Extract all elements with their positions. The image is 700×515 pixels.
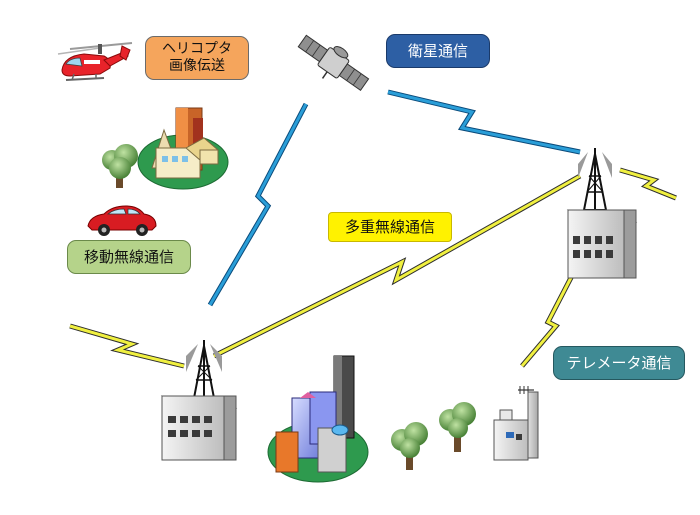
helicopter-icon (57, 42, 133, 81)
satellite-icon (297, 34, 370, 92)
satellite-communication-label: 衛星通信 (386, 34, 490, 68)
city-icon (267, 355, 369, 483)
radio-tower-right-icon (566, 148, 638, 279)
multiplex-radio-communication-label: 多重無線通信 (328, 212, 452, 242)
satellite-link-right (387, 89, 581, 155)
helicopter-label-line1: ヘリコプタ (162, 41, 232, 57)
tree-icon (102, 144, 138, 188)
helicopter-image-transmission-label: ヘリコプタ 画像伝送 (145, 36, 249, 80)
tree-icon (439, 402, 476, 452)
tree-icon (391, 422, 428, 470)
helicopter-label-line2: 画像伝送 (169, 58, 225, 74)
car-icon (87, 205, 157, 236)
radio-tower-left-icon (160, 340, 238, 461)
telemeter-communication-label: テレメータ通信 (553, 346, 685, 380)
mobile-radio-communication-label: 移動無線通信 (67, 240, 191, 274)
town-icon (137, 107, 229, 190)
telemeter-station-icon (493, 386, 539, 461)
